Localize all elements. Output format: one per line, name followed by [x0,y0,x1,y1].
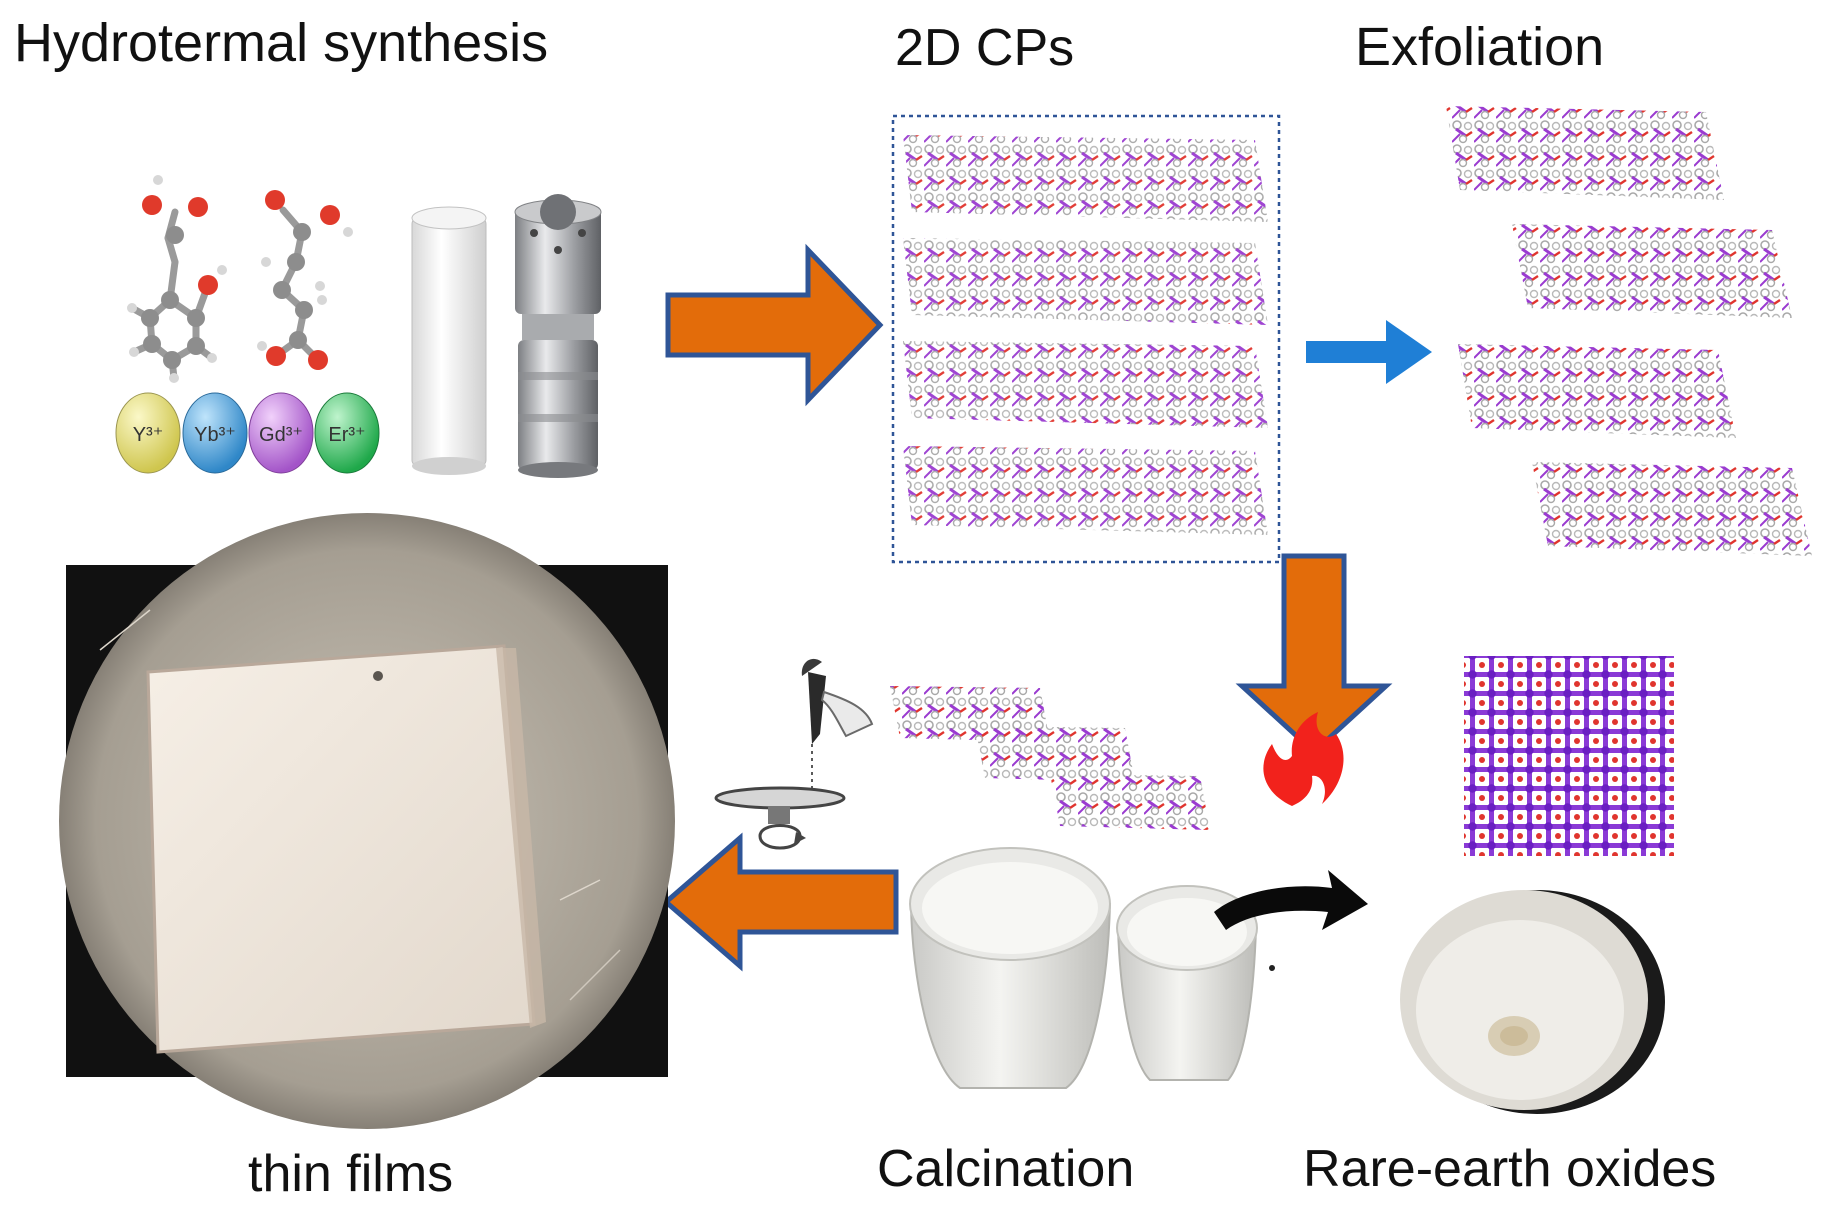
nanosheet-1 [1446,106,1724,200]
exfoliation-label: Exfoliation [1355,17,1605,77]
2d-cps-label: 2D CPs [895,19,1075,77]
nanosheet-3 [1458,344,1736,438]
ion-gd-label: Gd³⁺ [259,424,303,446]
coating-sheet-2 [975,726,1135,782]
ion-er: Er³⁺ [314,392,380,474]
thin-films-label: thin films [248,1145,454,1203]
ion-y: Y³⁺ [115,392,181,474]
spin-coater-icon [714,786,846,850]
nanosheet-4 [1532,462,1812,556]
curved-arrow-icon [1214,870,1368,971]
ion-er-label: Er³⁺ [328,424,365,446]
flame-icon [1263,712,1344,806]
cp-layer-3 [903,341,1268,428]
coating-nanosheets [890,686,1210,830]
crucible-large [909,847,1112,1089]
ion-y-label: Y³⁺ [133,424,164,446]
cp-layer-2 [903,238,1268,325]
calcination-label: Calcination [877,1140,1135,1198]
rare-earth-oxides-label: Rare-earth oxides [1303,1140,1717,1198]
ion-yb-label: Yb³⁺ [194,424,236,446]
ion-gd: Gd³⁺ [248,392,314,474]
oxide-dish [1400,890,1665,1114]
cp-layer-4 [903,446,1268,535]
autoclave [514,194,602,478]
thin-film-photo [59,513,675,1129]
hydrothermal-synthesis-label: Hydrotermal synthesis [14,13,549,73]
cp-layer-1 [903,135,1268,222]
arrow-cps-to-calcination [1235,553,1393,756]
thin-film-substrate [146,644,536,1054]
ion-yb: Yb³⁺ [182,392,248,474]
pipette-icon [801,658,874,790]
exfoliated-nanosheets [1446,106,1812,556]
crucible-small [1116,885,1258,1081]
2d-cps-layers [891,114,1281,564]
arrow-to-thin-films [662,832,899,972]
teflon-liner [411,206,487,475]
coating-sheet-3 [1050,774,1210,830]
salicylic-acid-molecule [127,175,227,383]
arrow-synthesis-to-cps [665,243,884,407]
dicarboxylic-acid-molecule [257,190,353,370]
nanosheet-2 [1512,224,1792,318]
oxide-lattice [1464,656,1674,856]
arrow-cps-to-exfoliation [1306,320,1432,384]
